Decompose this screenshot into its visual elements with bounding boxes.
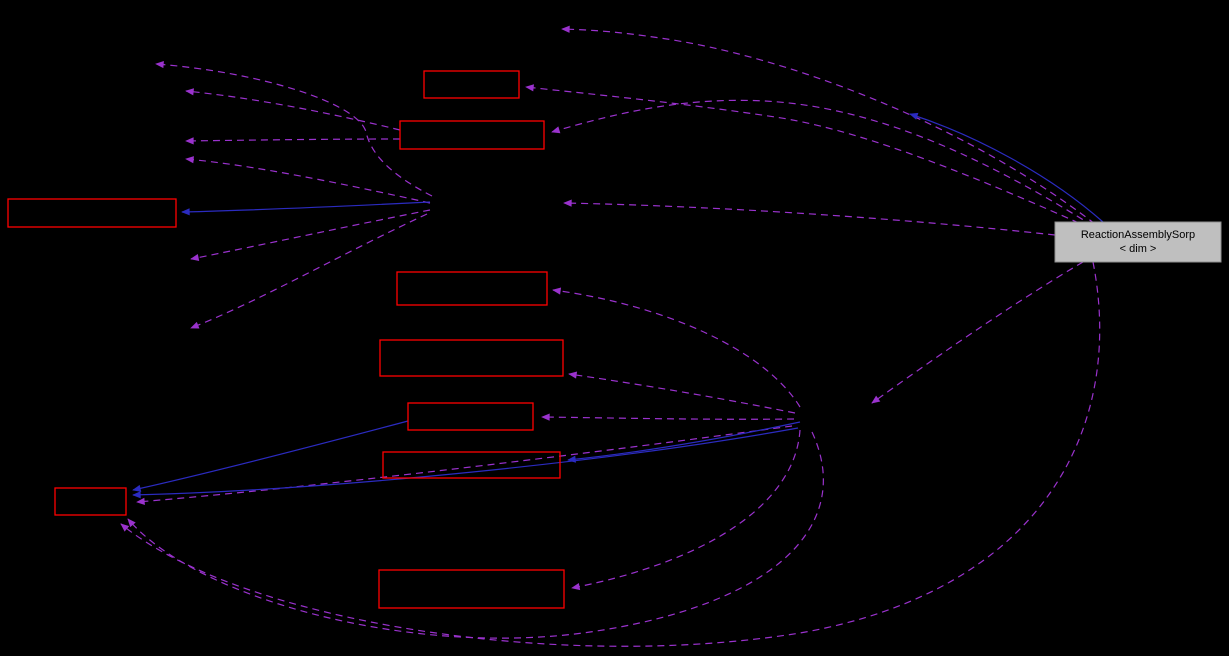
edge-fan-top-4: [185, 156, 431, 204]
graph-node-box-9[interactable]: [378, 569, 565, 609]
edge-to-box5: [568, 371, 796, 414]
edge-fan-top-2: [185, 88, 401, 131]
graph-node-box-6[interactable]: [407, 402, 534, 431]
main-node[interactable]: ReactionAssemblySorp < dim >: [1054, 221, 1222, 263]
edge-top-sweep: [561, 25, 1096, 225]
edge-blue-to-box7: [567, 421, 801, 463]
graph-node-box-5[interactable]: [379, 339, 564, 377]
edge-blue-to-box8-a: [132, 427, 799, 499]
edge-blue-to-box8-b: [132, 420, 409, 492]
edge-to-box8-long: [136, 425, 793, 505]
edge-to-box6: [541, 413, 795, 421]
edge-sweep-inner: [127, 431, 824, 639]
graph-node-box-7[interactable]: [382, 451, 561, 479]
graph-node-box-1[interactable]: [423, 70, 520, 99]
edge-fan-top-1: [155, 60, 433, 197]
edge-blue-top-right: [909, 112, 1104, 223]
edge-long-middle: [563, 199, 1056, 236]
edge-to-box1: [525, 84, 1091, 229]
main-node-label-line1: ReactionAssemblySorp: [1081, 229, 1195, 241]
edge-to-box4: [552, 287, 801, 408]
main-node-label-line2: < dim >: [1120, 243, 1157, 255]
edge-main-to-righthub: [871, 261, 1084, 404]
edge-fan-top-3: [185, 137, 401, 145]
edge-fan-bottom-1: [190, 209, 431, 262]
graph-node-box-8[interactable]: [54, 487, 127, 516]
graph-node-box-3[interactable]: [7, 198, 177, 228]
graph-node-box-4[interactable]: [396, 271, 548, 306]
edge-to-box9: [571, 429, 801, 591]
edge-sweep-outer: [120, 261, 1101, 647]
edge-to-box2: [551, 99, 1094, 227]
edge-fan-bottom-2: [190, 213, 428, 329]
edge-blue-to-box3: [181, 201, 431, 216]
graph-node-box-2[interactable]: [399, 120, 545, 150]
